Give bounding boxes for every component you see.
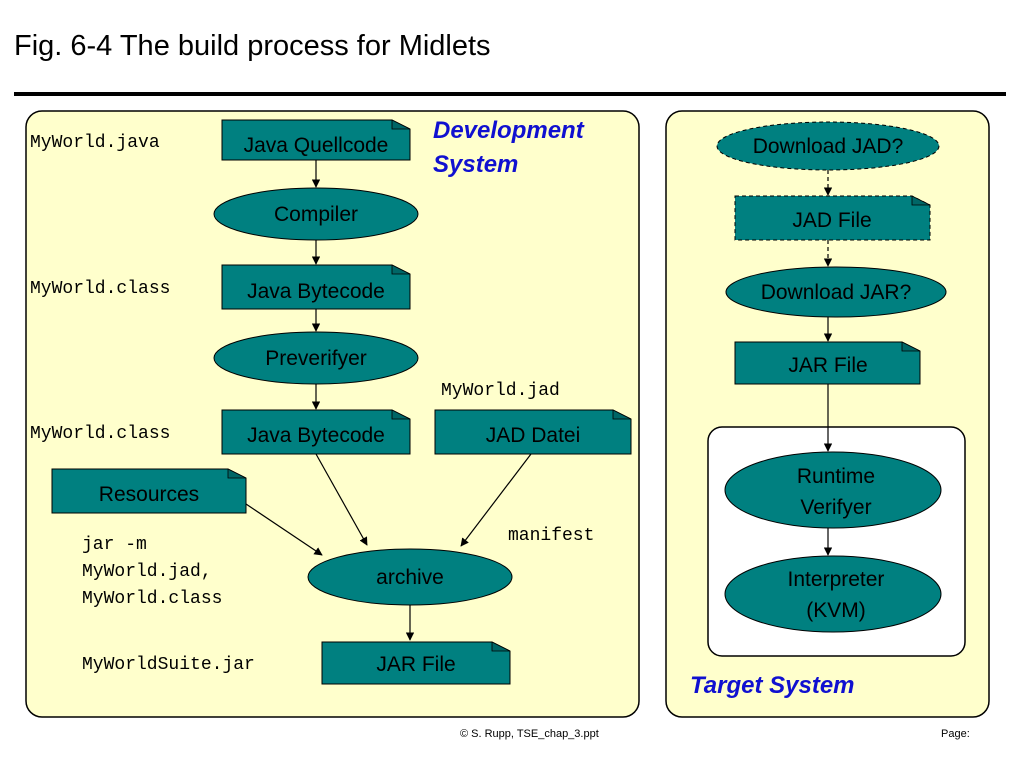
jar-command-line2: MyWorld.jad, [82, 562, 212, 582]
jar-command-line1: jar -m [82, 535, 147, 555]
development-system-label-line1: Development [433, 117, 585, 144]
arrow-resources-to-archive [245, 503, 323, 556]
file-label-class-1: MyWorld.class [30, 279, 170, 299]
runtime-verifier-node: Runtime Verifyer [724, 451, 942, 529]
download-jad-node: Download JAD? [716, 121, 940, 171]
bytecode-label-2: Java Bytecode [247, 424, 385, 447]
java-source-label: Java Quellcode [244, 134, 389, 157]
jad-file-label-target: JAD File [792, 209, 871, 232]
download-jar-label: Download JAR? [761, 281, 912, 304]
development-system-label-line2: System [433, 151, 518, 178]
bytecode-label-1: Java Bytecode [247, 280, 385, 303]
download-jad-label: Download JAD? [753, 135, 904, 158]
jar-file-node-dev: JAR File [321, 641, 511, 685]
download-jar-node: Download JAR? [725, 266, 947, 318]
file-label-class-2: MyWorld.class [30, 424, 170, 444]
jad-file-node-target: JAD File [734, 195, 931, 241]
preverifier-label: Preverifyer [265, 347, 367, 370]
interpreter-label-line2: (KVM) [806, 599, 866, 622]
bytecode-node-1: Java Bytecode [221, 264, 411, 310]
runtime-verifier-label-line1: Runtime [797, 465, 875, 488]
jar-file-label-dev: JAR File [376, 653, 455, 676]
java-source-node: Java Quellcode [221, 119, 411, 161]
interpreter-label-line1: Interpreter [788, 568, 885, 591]
footer-page: Page: [941, 728, 970, 740]
resources-node: Resources [51, 468, 247, 514]
arrow-jad-to-archive [460, 453, 532, 547]
file-label-java: MyWorld.java [30, 133, 160, 153]
resources-label: Resources [99, 483, 199, 506]
jar-file-node-target: JAR File [734, 341, 921, 385]
compiler-node: Compiler [213, 187, 419, 241]
manifest-label: manifest [508, 526, 594, 546]
file-label-jad: MyWorld.jad [441, 381, 560, 401]
arrow-bytecode-to-archive [315, 453, 368, 546]
archive-node: archive [307, 548, 513, 606]
compiler-label: Compiler [274, 203, 358, 226]
title-divider [14, 92, 1006, 96]
jar-file-label-target: JAR File [788, 354, 867, 377]
preverifier-node: Preverifyer [213, 331, 419, 385]
footer-copyright: © S. Rupp, TSE_chap_3.ppt [460, 728, 599, 740]
bytecode-node-2: Java Bytecode [221, 409, 411, 455]
runtime-verifier-label-line2: Verifyer [800, 496, 871, 519]
target-system-label: Target System [690, 672, 855, 699]
archive-label: archive [376, 566, 444, 589]
jad-datei-node: JAD Datei [434, 409, 632, 455]
file-label-jar: MyWorldSuite.jar [82, 655, 255, 675]
jad-datei-label: JAD Datei [486, 424, 581, 447]
page-title: Fig. 6-4 The build process for Midlets [14, 30, 491, 62]
jar-command-line3: MyWorld.class [82, 589, 222, 609]
interpreter-node: Interpreter (KVM) [724, 555, 942, 633]
